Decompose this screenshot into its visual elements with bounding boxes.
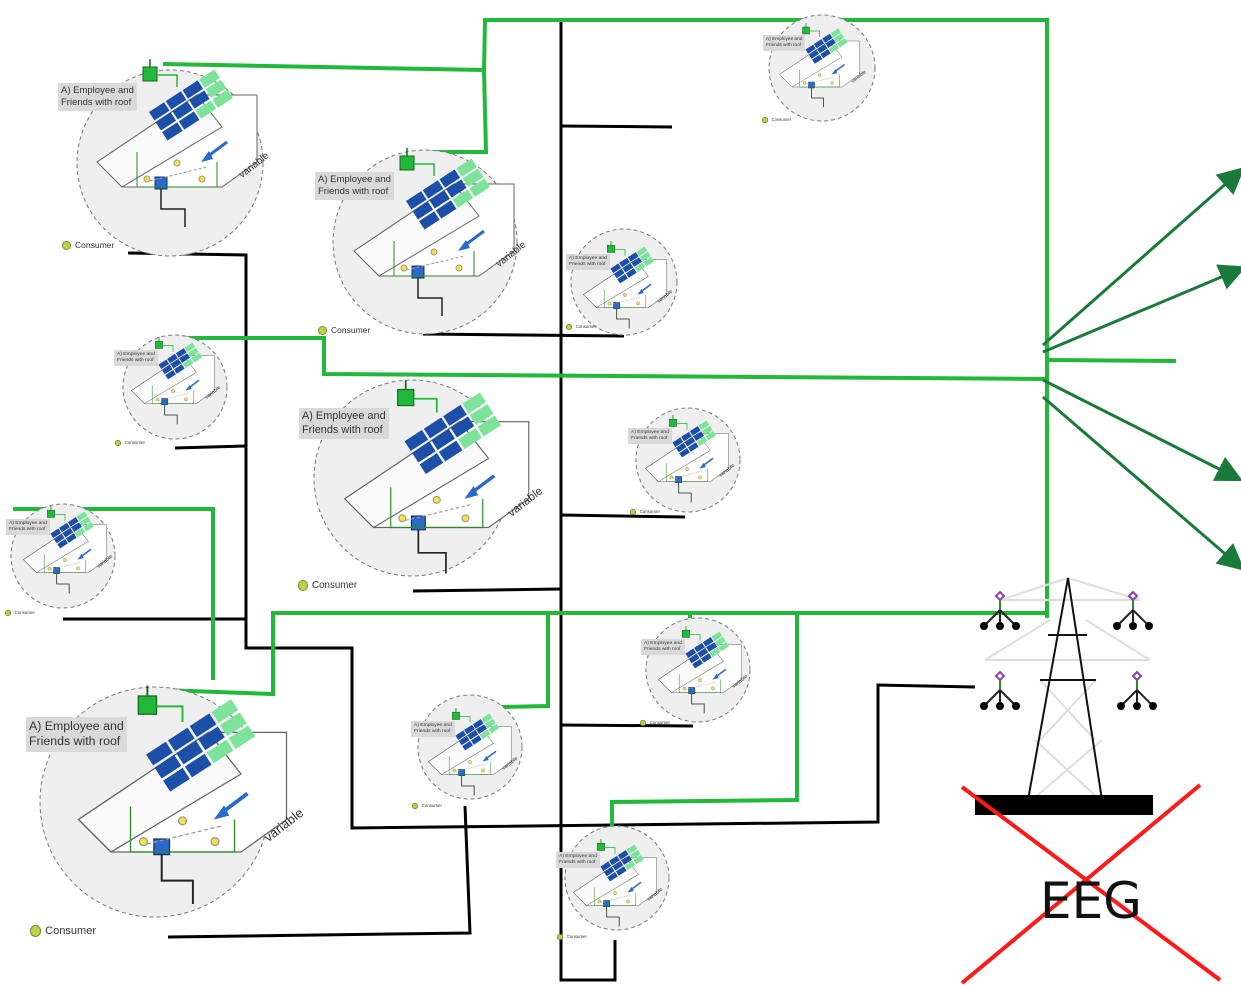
outgoing-arrows <box>1042 167 1241 571</box>
house-label: A) Employee and Friends with roof <box>566 253 610 270</box>
consumer-label: Consumer <box>575 324 596 330</box>
house-label: A) Employee and Friends with roof <box>411 720 455 737</box>
house-label: A) Employee and Friends with roof <box>299 407 389 440</box>
arrow-out-2 <box>1042 264 1241 354</box>
consumer-legend: Consumer <box>640 720 670 726</box>
house-label: A) Employee and Friends with roof <box>26 716 127 752</box>
consumer-label: Consumer <box>312 580 358 591</box>
house-label: A) Employee and Friends with roof <box>763 35 806 51</box>
consumer-label: Consumer <box>75 240 115 250</box>
consumer-label: Consumer <box>771 117 792 123</box>
black-grid-lines <box>63 18 976 982</box>
consumer-legend: Consumer <box>5 610 35 616</box>
consumer-legend: Consumer <box>62 240 114 250</box>
house-label: A) Employee and Friends with roof <box>628 427 672 444</box>
house-label: A) Employee and Friends with roof <box>114 349 158 366</box>
consumer-legend: Consumer <box>318 325 370 335</box>
arrow-out-1 <box>1042 167 1241 347</box>
consumer-legend: Consumer <box>30 925 96 937</box>
grid-label: EEG <box>1040 872 1142 930</box>
house-label: A) Employee and Friends with roof <box>556 851 600 868</box>
insulator-group <box>980 590 1157 710</box>
consumer-dot-icon <box>115 440 121 446</box>
consumer-label: Consumer <box>14 610 35 616</box>
consumer-dot-icon <box>557 934 563 940</box>
consumer-dot-icon <box>412 803 418 809</box>
consumer-label: Consumer <box>45 925 97 937</box>
consumer-dot-icon <box>318 325 327 335</box>
consumer-dot-icon <box>566 324 572 330</box>
consumer-dot-icon <box>762 117 768 123</box>
house-label: A) Employee and Friends with roof <box>641 638 685 655</box>
arrow-out-3 <box>1042 378 1241 482</box>
consumer-legend: Consumer <box>115 440 145 446</box>
consumer-label: Consumer <box>421 803 442 809</box>
red-cross-icon <box>960 783 1222 985</box>
consumer-legend: Consumer <box>412 803 442 809</box>
consumer-dot-icon <box>640 720 646 726</box>
consumer-legend: Consumer <box>298 580 357 591</box>
consumer-label: Consumer <box>124 440 145 446</box>
consumer-legend: Consumer <box>557 934 587 940</box>
house-label: A) Employee and Friends with roof <box>315 172 394 200</box>
consumer-label: Consumer <box>331 325 371 335</box>
arrow-out-4 <box>1042 395 1241 571</box>
green-energy-lines <box>13 18 1177 830</box>
transmission-tower <box>975 577 1157 815</box>
consumer-dot-icon <box>5 610 11 616</box>
consumer-label: Consumer <box>566 934 587 940</box>
consumer-legend: Consumer <box>566 324 596 330</box>
consumer-label: Consumer <box>639 509 660 515</box>
consumer-dot-icon <box>298 580 309 591</box>
consumer-legend: Consumer <box>762 117 791 123</box>
consumer-label: Consumer <box>649 720 670 726</box>
house-label: A) Employee and Friends with roof <box>58 83 137 111</box>
consumer-dot-icon <box>630 509 636 515</box>
consumer-dot-icon <box>30 925 42 937</box>
consumer-dot-icon <box>62 240 71 250</box>
black-trunk-line <box>559 18 617 982</box>
house-label: A) Employee and Friends with roof <box>6 518 50 535</box>
consumer-legend: Consumer <box>630 509 660 515</box>
